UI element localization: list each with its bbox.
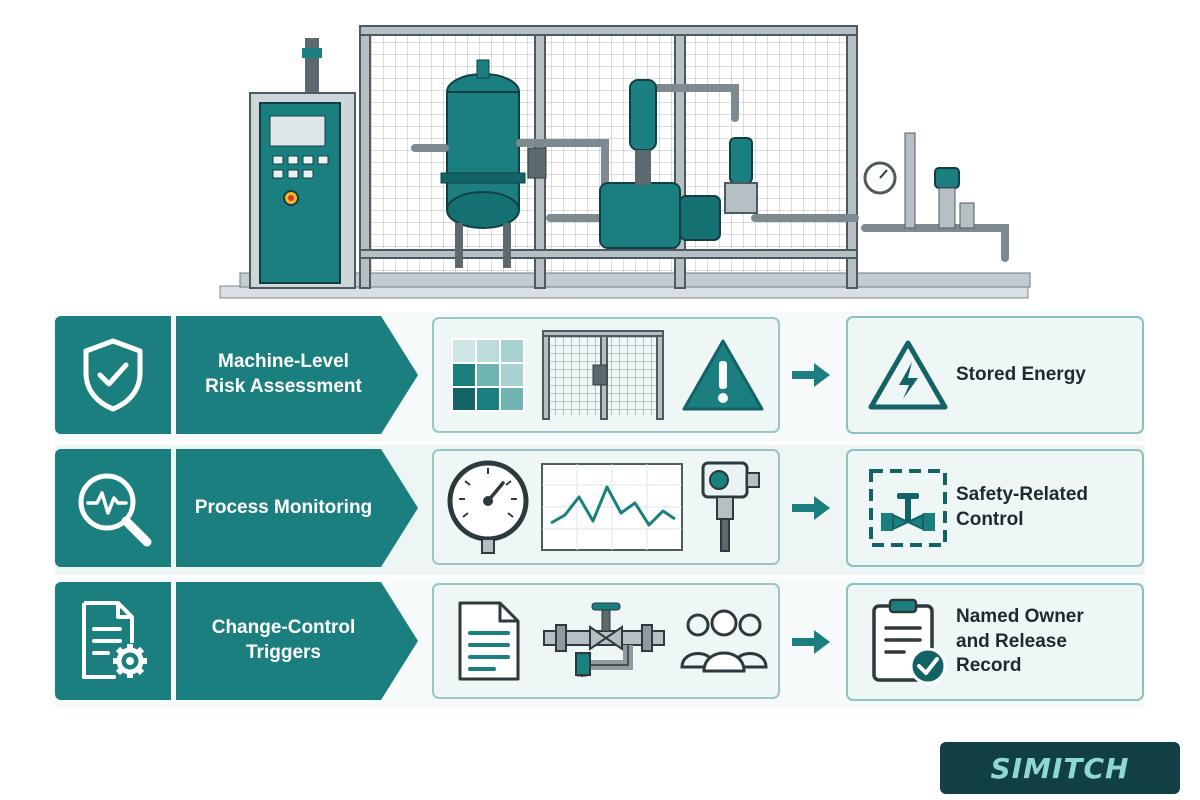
outcome-card: Stored Energy — [846, 316, 1144, 434]
arrow-right-icon — [792, 363, 830, 387]
pressure-vessel — [440, 59, 526, 268]
row-detail-panel — [432, 317, 780, 433]
valve-piping-icon — [540, 585, 672, 697]
control-cabinet — [249, 38, 356, 289]
row-label: Process Monitoring — [186, 449, 381, 567]
pump-motor — [599, 79, 721, 249]
row-label-line: Process Monitoring — [194, 496, 373, 518]
row-label-line: Risk Assessment — [205, 376, 362, 397]
shield-check-icon — [83, 338, 143, 412]
row-label-line: Triggers — [246, 642, 321, 663]
brand-logo-text: SIMITCH — [990, 751, 1130, 785]
high-voltage-warning-icon — [862, 318, 954, 432]
row-detail-panel — [432, 583, 780, 699]
brand-logo: SIMITCH — [940, 742, 1180, 794]
clipboard-check-icon — [862, 585, 954, 699]
outcome-label: Stored Energy — [956, 318, 1136, 432]
row-detail-panel — [432, 449, 780, 565]
arrow-right-icon — [792, 630, 830, 654]
guard-fence-icon — [538, 319, 668, 431]
outcome-label-line: and Release Record — [956, 630, 1067, 677]
outcome-card: Named Owner and Release Record — [846, 583, 1144, 701]
row-label-line: Machine-Level — [218, 351, 349, 373]
outcome-label-line: Safety-Related — [956, 484, 1088, 506]
document-icon — [446, 585, 532, 697]
risk-matrix-icon — [448, 319, 528, 431]
outcome-label-line: Control — [956, 509, 1024, 530]
process-skid-illustration — [215, 18, 1035, 303]
people-group-icon — [676, 585, 772, 697]
outcome-label: Named Owner and Release Record — [956, 585, 1136, 699]
row-label-line: Change-Control — [211, 617, 356, 639]
outcome-label-line: Stored Energy — [956, 363, 1086, 385]
trend-chart-icon — [540, 451, 684, 563]
document-gear-icon — [82, 601, 147, 679]
row-icon-tile — [55, 316, 171, 434]
outcome-label-line: Named Owner — [956, 605, 1084, 627]
row-label-arrow: Process Monitoring — [176, 449, 418, 567]
row-icon-tile — [55, 449, 171, 567]
valve-train — [724, 132, 975, 229]
valve-in-frame-icon — [862, 451, 954, 565]
warning-triangle-icon — [678, 319, 768, 431]
sensor-probe-icon — [690, 451, 770, 563]
row-icon-tile — [55, 582, 171, 700]
arrow-right-icon — [792, 496, 830, 520]
pressure-gauge-icon — [442, 451, 534, 563]
magnifier-pulse-icon — [78, 473, 152, 547]
